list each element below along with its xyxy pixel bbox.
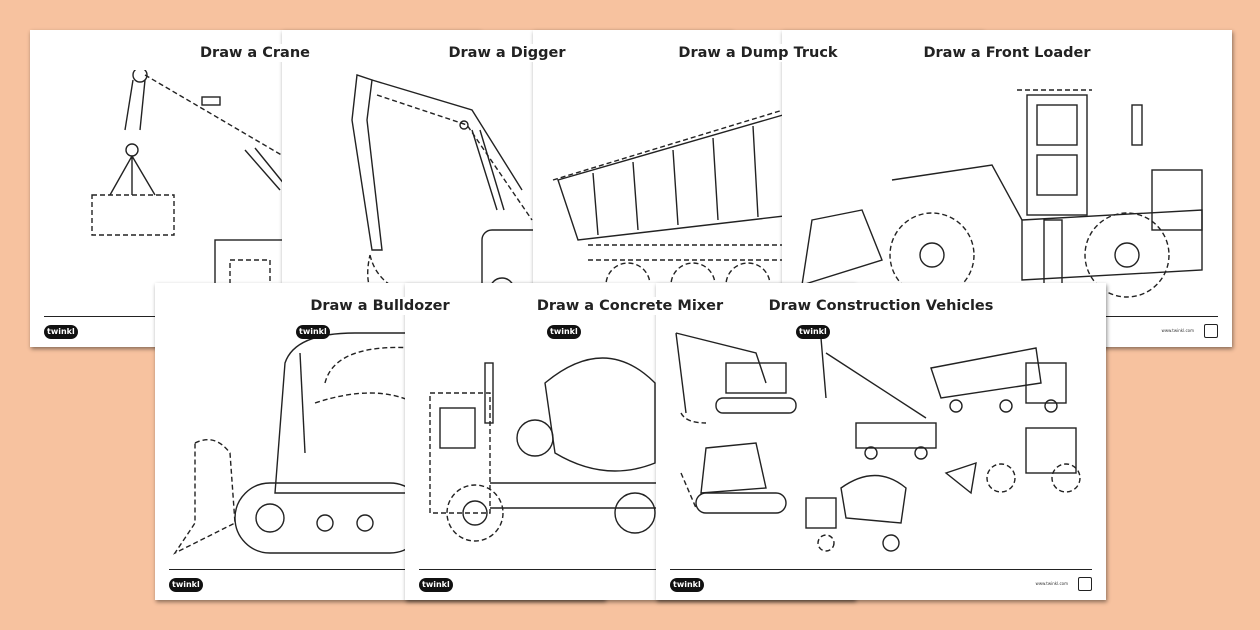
footer-website: www.twinkl.com	[1161, 328, 1194, 333]
twinkl-logo: twinkl	[296, 325, 330, 339]
footer-website: www.twinkl.com	[1035, 581, 1068, 586]
twinkl-logo: twinkl	[796, 325, 830, 339]
twinkl-logo: twinkl	[169, 578, 203, 592]
twinkl-logo: twinkl	[670, 578, 704, 592]
twinkl-badge-icon	[1078, 577, 1092, 591]
crane-drawing	[91, 70, 291, 310]
worksheet-construction-vehicles: Draw Construction Vehicles twinkl www.tw…	[656, 283, 1106, 600]
footer-rule	[419, 568, 841, 570]
twinkl-logo: twinkl	[44, 325, 78, 339]
construction-vehicles-drawing	[675, 332, 1081, 552]
page-title: Draw a Front Loader	[919, 44, 1095, 62]
concrete-mixer-drawing	[429, 357, 666, 542]
page-title: Draw Construction Vehicles	[764, 297, 998, 315]
front-loader-drawing	[801, 89, 1203, 301]
twinkl-logo: twinkl	[547, 325, 581, 339]
footer-rule	[670, 568, 1092, 570]
footer-rule	[169, 568, 591, 570]
page-title: Draw a Dump Truck	[674, 44, 842, 62]
page-title: Draw a Concrete Mixer	[532, 297, 728, 315]
twinkl-logo: twinkl	[419, 578, 453, 592]
page-title: Draw a Bulldozer	[306, 297, 454, 315]
twinkl-badge-icon	[1204, 324, 1218, 338]
page-title: Draw a Crane	[196, 44, 314, 62]
page-title: Draw a Digger	[444, 44, 570, 62]
